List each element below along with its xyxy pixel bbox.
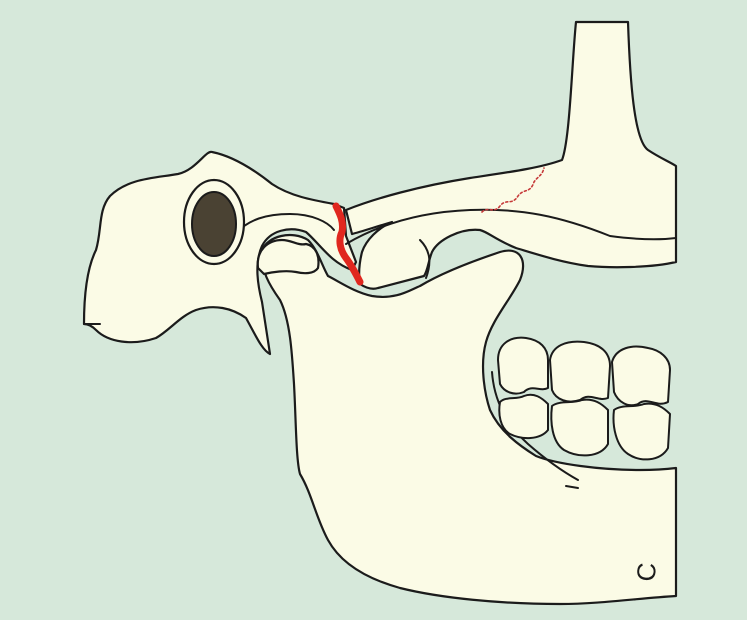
lower-molar-2: [551, 400, 608, 456]
mandibular-condyle: [258, 240, 319, 274]
panel-label: C: [631, 562, 662, 583]
upper-molar-1: [498, 338, 548, 394]
external-acoustic-meatus: [192, 192, 236, 256]
upper-molar-2: [550, 342, 610, 402]
upper-premolar: [612, 347, 670, 406]
lower-molar-1: [499, 395, 548, 438]
